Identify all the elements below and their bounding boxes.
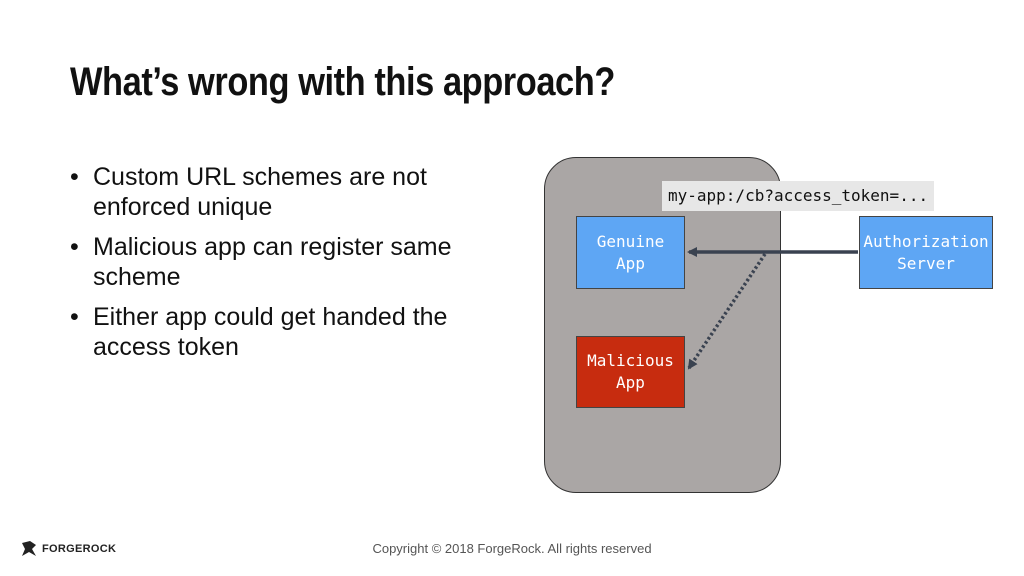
- genuine-app-box: Genuine App: [576, 216, 685, 289]
- forgerock-logo-icon: [22, 541, 36, 556]
- copyright-text: Copyright © 2018 ForgeRock. All rights r…: [372, 541, 652, 556]
- bullet-item: •Either app could get handed the access …: [70, 303, 448, 361]
- bullet-text: Either app could get handed the access t…: [93, 303, 448, 361]
- phone-device: [544, 157, 781, 493]
- intercept-arrow: [687, 253, 767, 370]
- authorization-server-box: Authorization Server: [859, 216, 993, 289]
- bullet-item: •Custom URL schemes are not enforced uni…: [70, 163, 427, 221]
- malicious-app-box: Malicious App: [576, 336, 685, 408]
- slide-title: What’s wrong with this approach?: [70, 60, 615, 104]
- bullet-list: •Custom URL schemes are not enforced uni…: [68, 162, 508, 372]
- logo-text: FORGEROCK: [42, 543, 117, 555]
- forgerock-logo: FORGEROCK: [20, 540, 116, 558]
- redirect-url-label: my-app:/cb?access_token=...: [662, 181, 935, 211]
- bullet-text: Custom URL schemes are not enforced uniq…: [93, 163, 427, 221]
- bullet-item: •Malicious app can register same scheme: [70, 233, 452, 291]
- bullet-text: Malicious app can register same scheme: [93, 233, 452, 291]
